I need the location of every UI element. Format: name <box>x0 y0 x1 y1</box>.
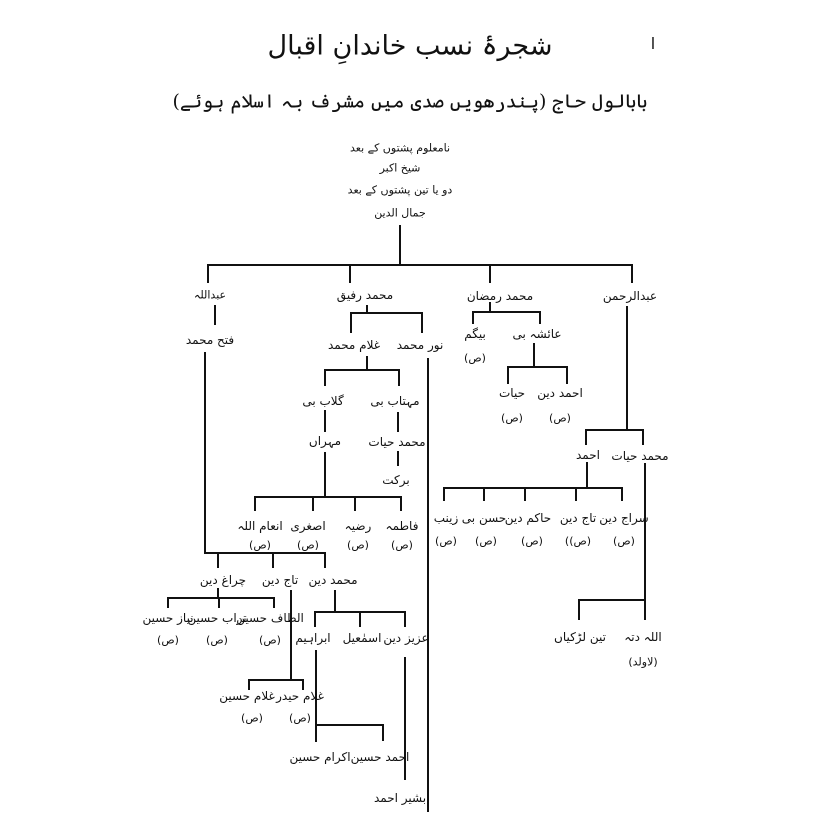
tree-node: احمد <box>576 448 600 462</box>
tree-node: نور محمد <box>396 338 444 352</box>
tree-node: احمد حسین <box>350 750 410 764</box>
tree-node: فتح محمد <box>185 333 235 347</box>
tree-node: اکرام حسین <box>289 750 351 764</box>
marker: (ص) <box>297 538 319 552</box>
tree-node: عبداللہ <box>193 288 227 302</box>
marker: (ص) <box>475 534 497 548</box>
tree-node: گلاب بی <box>302 394 344 408</box>
tree-node: حیات <box>499 386 525 400</box>
marker: (ص) <box>241 711 263 725</box>
tree-node: احمد دین <box>537 386 583 400</box>
marker: (ص) <box>501 411 523 425</box>
tree-node: تین لڑکیاں <box>554 630 606 644</box>
tree-node: بیگم <box>464 327 486 341</box>
page-title: شجرۂ نسب خاندانِ اقبال <box>267 30 553 62</box>
marker: (ص) <box>206 633 228 647</box>
marker: (ص) <box>613 534 635 548</box>
tree-node: غلام حیدر <box>276 689 324 703</box>
tree-node: غلام حسین <box>219 689 275 703</box>
tree-node: ابراہیم <box>295 631 331 645</box>
page-mark: ا <box>650 34 656 53</box>
tree-node: محمد رمضان <box>466 289 534 303</box>
marker: (ص)) <box>564 534 592 548</box>
marker: (ص) <box>347 538 369 552</box>
marker: (ص) <box>521 534 543 548</box>
marker: (ص) <box>435 534 457 548</box>
marker: (ص) <box>464 351 486 365</box>
tree-node: مہراں <box>308 434 342 448</box>
tree-node: محمد حیات <box>611 449 669 463</box>
tree-node: بشیر احمد <box>373 791 427 805</box>
marker: (ص) <box>391 538 413 552</box>
tree-node: اللہ دتہ <box>624 630 662 644</box>
marker: (ص) <box>259 633 281 647</box>
note-line: نامعلوم پشتوں کے بعد <box>349 141 451 155</box>
tree-root: جمال الدین <box>374 206 426 220</box>
tree-node: تاج دین <box>261 573 299 587</box>
childless-marker: (لاولد) <box>628 655 658 669</box>
page-subtitle: بابالول حاج (پندرھویں صدی میں مشرف بہ اس… <box>172 90 648 113</box>
tree-node: نیاز حسین <box>142 611 194 625</box>
tree-node: عزیز دین <box>383 631 429 645</box>
tree-node: حسن بی <box>461 511 507 525</box>
marker: (ص) <box>249 538 271 552</box>
tree-node: چراغ دین <box>199 573 247 587</box>
tree-node: تاج دین <box>559 511 597 525</box>
tree-node: اصغری <box>290 519 326 533</box>
tree-node: مہتاب بی <box>370 394 420 408</box>
marker: (ص) <box>157 633 179 647</box>
tree-node: تراب حسین <box>187 611 247 625</box>
tree-node: فاطمہ <box>385 519 419 533</box>
tree-node: عائشہ بی <box>512 327 562 341</box>
tree-node: محمد رفیق <box>336 288 394 302</box>
tree-node: حاکم دین <box>504 511 552 525</box>
marker: (ص) <box>289 711 311 725</box>
tree-node: برکت <box>382 473 410 487</box>
tree-node: الطاف حسین <box>236 611 304 625</box>
tree-node: غلام محمد <box>327 338 381 352</box>
tree-node: سراج دین <box>599 511 649 525</box>
tree-node: محمد حیات <box>368 435 426 449</box>
tree-node: انعام اللہ <box>237 519 283 533</box>
note-line: شیخ اکبر <box>379 161 421 175</box>
tree-node: عبدالرحمن <box>602 289 658 303</box>
marker: (ص) <box>549 411 571 425</box>
tree-node: رضیہ <box>344 519 372 533</box>
tree-node: زینب <box>433 511 459 525</box>
tree-node: اسمٰعیل <box>342 631 382 645</box>
note-line: دو یا تین پشتوں کے بعد <box>347 183 453 197</box>
tree-node: محمد دین <box>308 573 358 587</box>
